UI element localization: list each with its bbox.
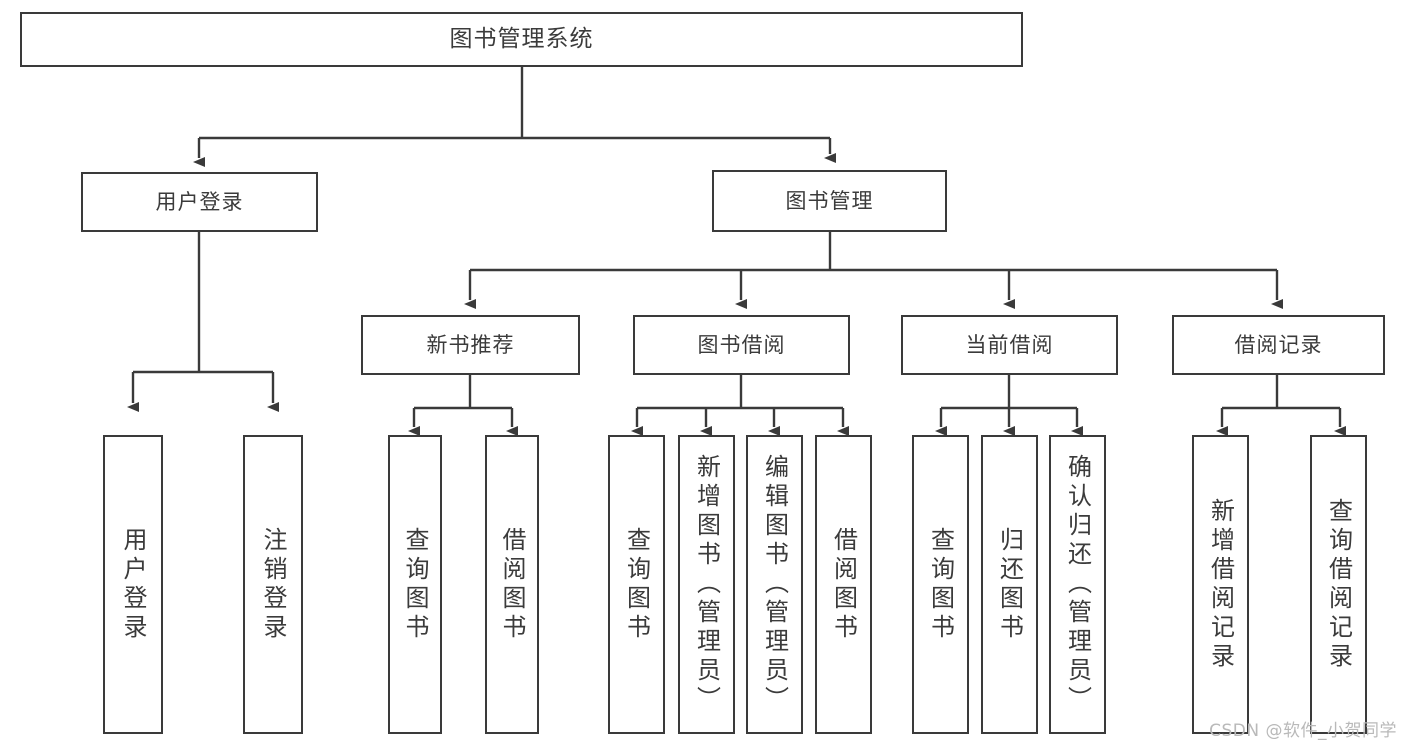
node-label: 归还图书 <box>995 526 1024 643</box>
node-label: 查询图书 <box>622 526 651 643</box>
node-label: 借阅记录 <box>1234 332 1323 357</box>
leaf-new-books-query[interactable]: 查询图书 <box>388 435 442 734</box>
node-label: 图书管理系统 <box>449 26 594 52</box>
node-new-book-recommend[interactable]: 新书推荐 <box>361 315 580 375</box>
leaf-current-return-book[interactable]: 归还图书 <box>981 435 1038 734</box>
node-book-borrow[interactable]: 图书借阅 <box>633 315 850 375</box>
leaf-borrow-borrow-book[interactable]: 借阅图书 <box>815 435 872 734</box>
leaf-current-query-book[interactable]: 查询图书 <box>912 435 969 734</box>
node-label: 注销登录 <box>259 526 287 643</box>
node-label: 图书借阅 <box>697 332 786 357</box>
node-borrow-records[interactable]: 借阅记录 <box>1172 315 1385 375</box>
node-root-system[interactable]: 图书管理系统 <box>20 12 1023 67</box>
node-label: 查询借阅记录 <box>1324 497 1353 672</box>
node-label: 新书推荐 <box>426 332 515 357</box>
node-label: 新增借阅记录 <box>1206 497 1235 672</box>
node-user-login[interactable]: 用户登录 <box>81 172 318 232</box>
node-label: 图书管理 <box>785 188 874 213</box>
leaf-current-confirm-return-admin[interactable]: 确认归还（管理员） <box>1049 435 1106 734</box>
leaf-user-logout[interactable]: 注销登录 <box>243 435 303 734</box>
node-label: 查询图书 <box>926 526 955 643</box>
leaf-new-books-borrow[interactable]: 借阅图书 <box>485 435 539 734</box>
leaf-records-query-record[interactable]: 查询借阅记录 <box>1310 435 1367 734</box>
node-label: 用户登录 <box>119 526 147 643</box>
leaf-borrow-edit-book-admin[interactable]: 编辑图书（管理员） <box>746 435 803 734</box>
leaf-records-add-record[interactable]: 新增借阅记录 <box>1192 435 1249 734</box>
node-label: 借阅图书 <box>498 526 526 643</box>
node-label: 用户登录 <box>155 189 244 214</box>
node-label: 查询图书 <box>401 526 429 643</box>
node-current-borrow[interactable]: 当前借阅 <box>901 315 1118 375</box>
node-label: 编辑图书（管理员） <box>760 454 789 715</box>
node-label: 当前借阅 <box>965 332 1054 357</box>
node-label: 确认归还（管理员） <box>1063 454 1092 715</box>
leaf-borrow-query-book[interactable]: 查询图书 <box>608 435 665 734</box>
node-book-management[interactable]: 图书管理 <box>712 170 947 232</box>
node-label: 新增图书（管理员） <box>692 454 721 715</box>
node-label: 借阅图书 <box>829 526 858 643</box>
leaf-user-login[interactable]: 用户登录 <box>103 435 163 734</box>
leaf-borrow-add-book-admin[interactable]: 新增图书（管理员） <box>678 435 735 734</box>
